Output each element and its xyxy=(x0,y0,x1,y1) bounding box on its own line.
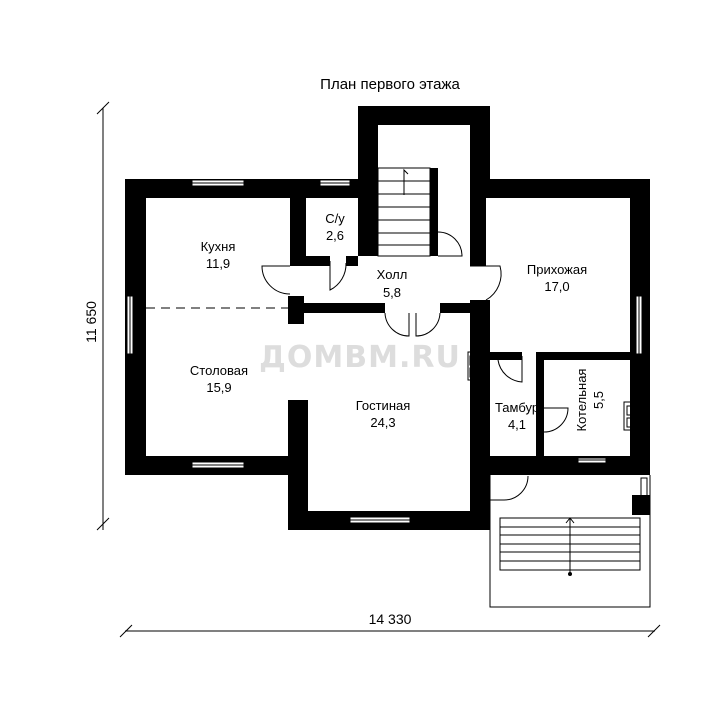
room-area: 17,0 xyxy=(544,279,569,294)
windows xyxy=(126,179,648,524)
room-entrance: Прихожая 17,0 xyxy=(527,262,587,294)
room-boiler: Котельная 5,5 xyxy=(574,369,606,432)
room-kitchen: Кухня 11,9 xyxy=(201,239,236,271)
height-label: 11 650 xyxy=(83,301,99,343)
room-area: 2,6 xyxy=(326,228,344,243)
room-name: Гостиная xyxy=(356,398,411,413)
room-area: 24,3 xyxy=(370,415,395,430)
room-dining: Столовая 15,9 xyxy=(190,363,248,395)
room-living: Гостиная 24,3 xyxy=(356,398,411,430)
fixtures xyxy=(293,207,641,431)
room-name: Котельная xyxy=(574,369,589,432)
width-label: 14 330 xyxy=(369,611,412,627)
room-name: Тамбур xyxy=(495,400,539,415)
room-name: Столовая xyxy=(190,363,248,378)
room-area: 4,1 xyxy=(508,417,526,432)
room-name: Кухня xyxy=(201,239,236,254)
porch xyxy=(489,475,651,608)
room-vestibule: Тамбур 4,1 xyxy=(495,400,539,432)
room-area: 15,9 xyxy=(206,380,231,395)
doors xyxy=(261,231,569,501)
room-name: Холл xyxy=(377,267,408,282)
room-name: С/у xyxy=(325,211,345,226)
exterior-walls xyxy=(125,106,650,530)
room-name: Прихожая xyxy=(527,262,587,277)
room-hall: Холл 5,8 xyxy=(377,267,408,300)
dimension-width: 14 330 xyxy=(119,611,661,638)
room-wc: С/у 2,6 xyxy=(325,211,345,243)
dimension-height: 11 650 xyxy=(83,101,110,531)
watermark: ДОМВМ.RU xyxy=(259,340,461,375)
room-area: 5,8 xyxy=(383,285,401,300)
staircase xyxy=(377,167,431,257)
plan-title: План первого этажа xyxy=(320,76,460,93)
room-area: 11,9 xyxy=(206,256,230,271)
room-area: 5,5 xyxy=(591,391,606,409)
